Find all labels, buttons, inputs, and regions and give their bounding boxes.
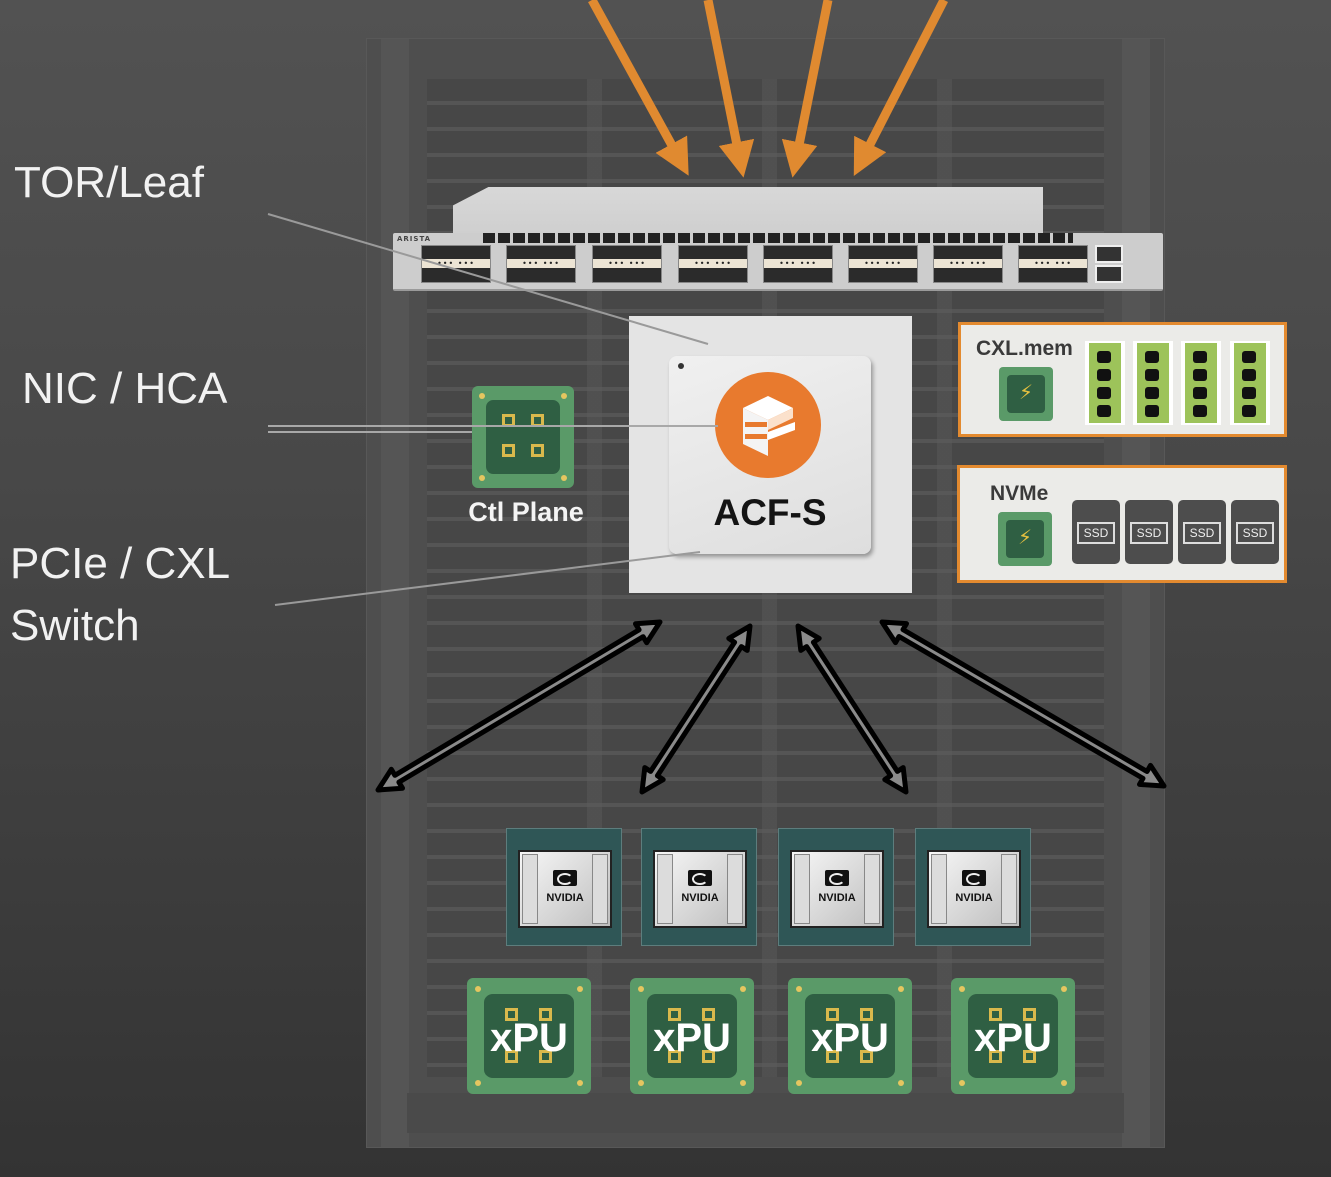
acf-s-chip: ACF-S: [669, 356, 871, 554]
switch-port-cage: [421, 245, 491, 283]
xpu-label: xPU: [490, 1016, 568, 1060]
acf-logo-icon: [715, 372, 821, 478]
ssd-drive: SSD: [1072, 500, 1120, 564]
switch-front-panel: ARISTA: [393, 233, 1163, 291]
nvidia-logo-icon: [688, 870, 712, 886]
xpu-label: xPU: [653, 1016, 731, 1060]
ssd-drive: SSD: [1231, 500, 1279, 564]
nvidia-gpu: NVIDIA: [641, 828, 757, 946]
nvidia-logo-icon: [553, 870, 577, 886]
nvme-controller-chip: ⚡: [998, 512, 1052, 566]
ssd-drive: SSD: [1178, 500, 1226, 564]
nvidia-logo-icon: [962, 870, 986, 886]
cxl-mem-title: CXL.mem: [976, 337, 1073, 360]
bolt-icon: ⚡: [1017, 525, 1033, 549]
control-plane-chip: [472, 386, 574, 488]
dimm-module: [1181, 341, 1221, 425]
bolt-icon: ⚡: [1018, 380, 1034, 404]
tor-switch: ARISTA: [393, 187, 1163, 291]
switch-port-cage: [1018, 245, 1088, 283]
xpu-chip: xPU: [788, 978, 912, 1094]
console-port: [1095, 265, 1123, 283]
nvidia-gpu: NVIDIA: [915, 828, 1031, 946]
xpu-chip: xPU: [467, 978, 591, 1094]
switch-brand: ARISTA: [397, 235, 432, 243]
nvme-title: NVMe: [990, 482, 1049, 505]
acf-s-label: ACF-S: [713, 492, 827, 533]
switch-port-cage: [848, 245, 918, 283]
label-tor-leaf: TOR/Leaf: [14, 158, 204, 207]
acf-s-card: ACF-S: [629, 316, 912, 593]
ssd-drive: SSD: [1125, 500, 1173, 564]
rack-base: [407, 1093, 1124, 1133]
label-pcie-cxl-switch: PCIe / CXL Switch: [10, 539, 231, 650]
rack-rail-right: [1122, 39, 1150, 1147]
cxl-controller-chip: ⚡: [999, 367, 1053, 421]
nvidia-gpu: NVIDIA: [778, 828, 894, 946]
xpu-chip: xPU: [630, 978, 754, 1094]
nvme-box: NVMe ⚡ SSD SSD SSD SSD: [957, 465, 1287, 583]
pin1-marker: [678, 363, 684, 369]
switch-chassis-top: [453, 187, 1043, 233]
xpu-chip: xPU: [951, 978, 1075, 1094]
dimm-module: [1230, 341, 1270, 425]
cxl-mem-box: CXL.mem ⚡: [958, 322, 1287, 437]
switch-port-cage: [933, 245, 1003, 283]
switch-port-cage: [592, 245, 662, 283]
nvidia-logo-icon: [825, 870, 849, 886]
dimm-module: [1085, 341, 1125, 425]
nvidia-gpu: NVIDIA: [506, 828, 622, 946]
xpu-label: xPU: [811, 1016, 889, 1060]
xpu-label: xPU: [974, 1016, 1052, 1060]
label-nic-hca: NIC / HCA: [22, 364, 228, 413]
dimm-module: [1133, 341, 1173, 425]
switch-port-cage: [506, 245, 576, 283]
control-plane-label: Ctl Plane: [468, 497, 584, 527]
switch-port-cage: [678, 245, 748, 283]
mgmt-port: [1095, 245, 1123, 263]
switch-port-cage: [763, 245, 833, 283]
